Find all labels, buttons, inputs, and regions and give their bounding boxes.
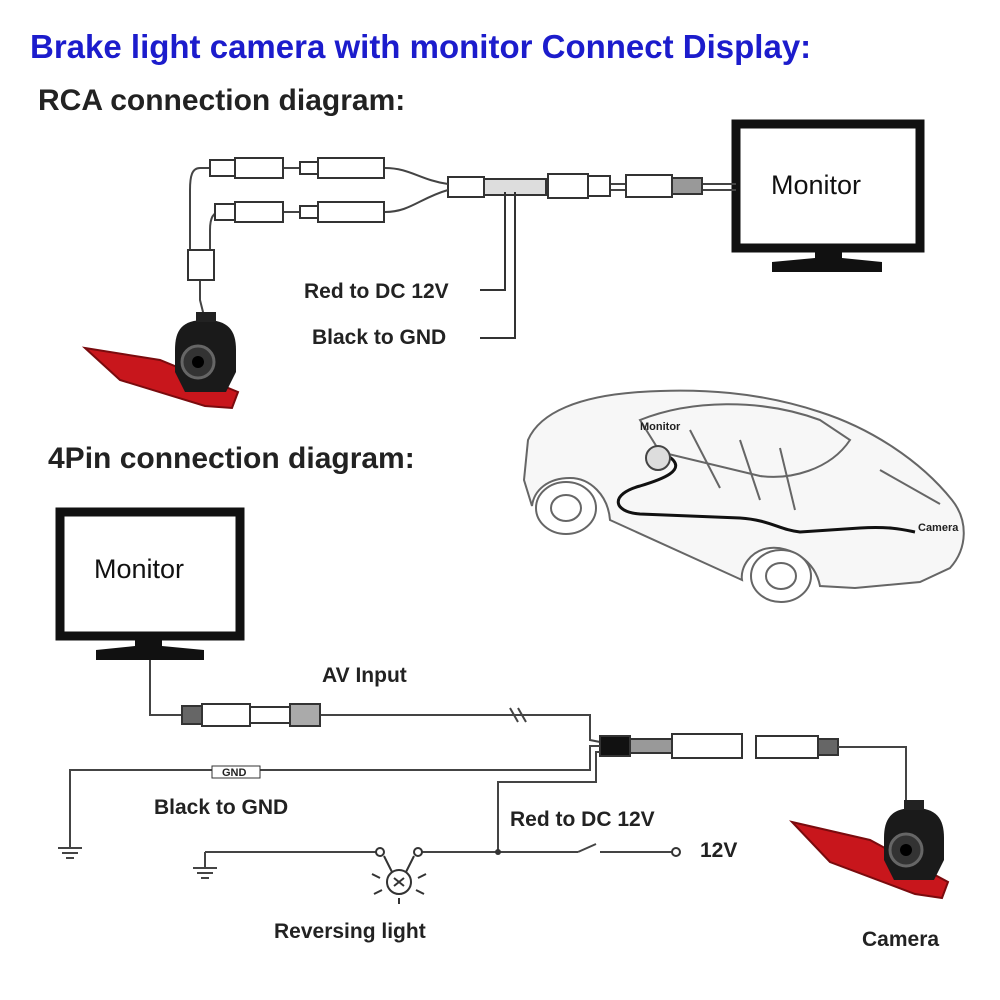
fourpin-monitor-label: Monitor [94,554,184,584]
fourpin-av-cable [149,660,601,743]
fourpin-camera-cable [838,746,907,810]
fourpin-gnd-tag-text: GND [222,767,247,779]
fourpin-splitter [599,733,839,759]
rca-monitor-icon [731,119,925,272]
rca-black-label: Black to GND [312,326,447,349]
car-monitor-icon [645,445,671,471]
fourpin-heading: 4Pin connection diagram: [48,442,415,475]
fourpin-av-connector [181,703,321,727]
rca-connector-group [447,173,703,199]
reversing-light-label: Reversing light [274,920,426,943]
rca-monitor-label: Monitor [771,170,861,200]
av-input-label: AV Input [322,664,407,687]
car-illustration [522,389,965,603]
reversing-light-icon [371,847,427,904]
fourpin-brake-light-camera [788,800,950,900]
rca-red-label: Red to DC 12V [304,280,449,303]
fourpin-12v-label: 12V [700,839,738,862]
rca-plug-connectors [187,157,385,281]
rca-split-wires [189,167,449,336]
car-monitor-label: Monitor [640,421,681,433]
page-title: Brake light camera with monitor Connect … [30,28,812,65]
fourpin-black-label: Black to GND [154,796,289,819]
rca-power-wires [480,192,516,339]
fourpin-red-label: Red to DC 12V [510,808,655,831]
car-camera-cable [616,454,916,534]
fourpin-gnd-tag [211,765,261,779]
car-camera-label: Camera [918,522,959,534]
fourpin-camera-label: Camera [862,928,940,951]
rca-brake-light-camera [81,312,240,410]
fourpin-gnd-wire [58,745,600,859]
fourpin-monitor-icon [55,507,245,660]
fourpin-power-wire [193,751,672,879]
rca-heading: RCA connection diagram: [38,84,406,117]
